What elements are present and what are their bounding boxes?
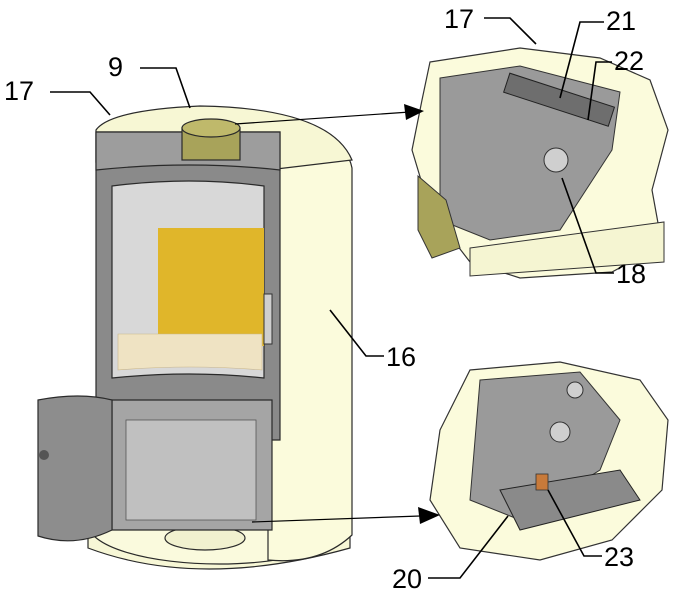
detail-bottom-bolt-2 <box>566 381 584 399</box>
callout-22: 22 <box>614 46 644 76</box>
callout-21: 21 <box>606 6 636 36</box>
adjustment-nut <box>535 473 549 491</box>
callout-20: 20 <box>392 564 422 594</box>
door-handle <box>263 293 273 345</box>
callout-18: 18 <box>616 259 646 289</box>
cladding-ledge <box>469 221 665 277</box>
arrow-bottom-line <box>251 515 421 523</box>
flue-collar-top <box>181 118 241 138</box>
leader-21 <box>559 21 604 99</box>
leader-16 <box>329 309 384 357</box>
detail-bottom-frame <box>469 371 621 521</box>
leader-23 <box>547 489 602 557</box>
leader-17-left <box>50 91 111 116</box>
support-plate <box>499 469 641 531</box>
detail-view-top <box>411 47 669 279</box>
callout-17-detail: 17 <box>444 4 474 34</box>
callout-9: 9 <box>108 52 123 82</box>
callout-23: 23 <box>604 542 634 572</box>
leader-17-detail <box>484 17 537 45</box>
leader-9 <box>140 67 191 109</box>
arrow-top-line <box>234 111 411 125</box>
insulation-fragment <box>417 174 461 259</box>
door-knob <box>39 450 49 460</box>
leader-18 <box>561 177 614 274</box>
callout-17-left: 17 <box>4 76 34 106</box>
detail-top-bolt <box>543 147 569 173</box>
detail-bottom-bolt-1 <box>549 421 571 443</box>
stove-main-illustration <box>37 105 353 570</box>
lower-door <box>37 395 113 542</box>
callout-labels: 17 9 17 21 22 18 16 20 23 <box>4 4 646 594</box>
flame-glass <box>158 228 264 346</box>
leader-22 <box>587 61 612 121</box>
ash-compartment <box>125 419 257 521</box>
burn-plate-grid <box>117 333 263 371</box>
connector-arrows <box>234 104 440 524</box>
arrow-top-head <box>404 104 424 120</box>
callout-16: 16 <box>386 342 416 372</box>
detail-view-bottom <box>429 361 669 561</box>
leader-20 <box>428 515 509 579</box>
arrow-bottom-head <box>418 507 440 524</box>
callout-leaders <box>50 17 614 579</box>
